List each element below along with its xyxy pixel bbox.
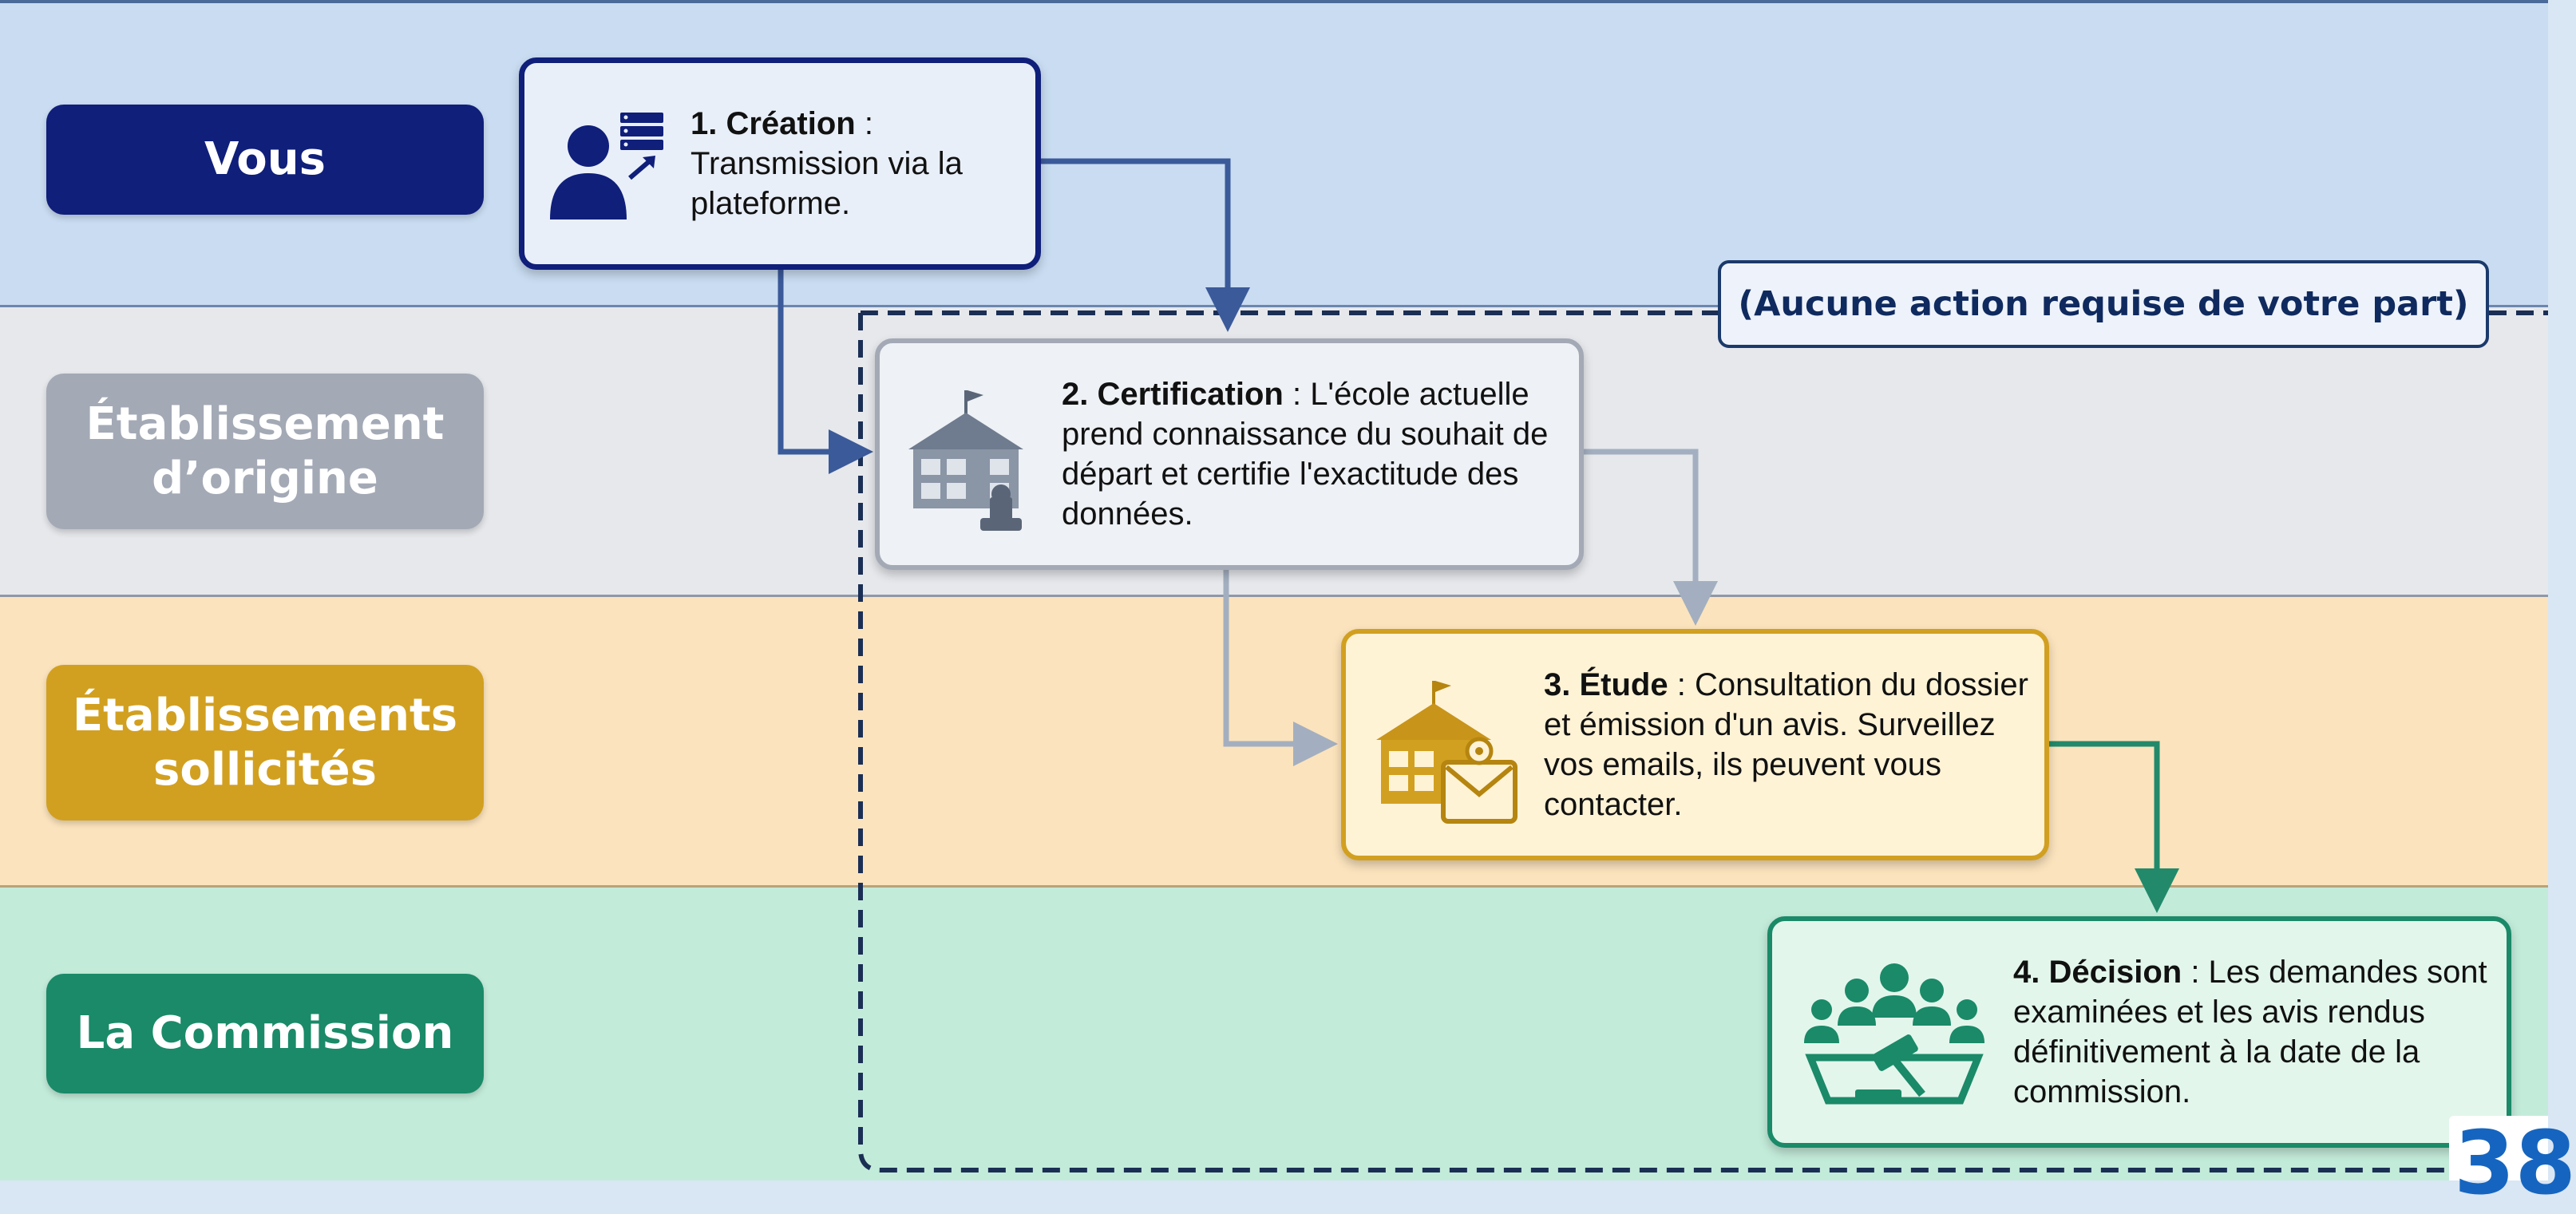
connector-2-to-3-top	[1584, 449, 1718, 626]
lane-label-etablissements-sollicites: Établissements sollicités	[46, 665, 484, 821]
step-etude: 3. Étude : Consultation du dossier et ém…	[1341, 629, 2049, 860]
connector-2-to-3-side	[1223, 570, 1338, 766]
connector-layer	[778, 158, 2548, 1172]
step-2-text: 2. Certification : L'école actuelle pren…	[1062, 374, 1579, 534]
step-2-title: 2. Certification	[1062, 377, 1284, 412]
step-1-text: 1. Création : Transmission via la platef…	[690, 104, 1035, 223]
dashed-no-action-region	[858, 310, 2548, 1172]
no-action-callout: (Aucune action requise de votre part)	[1718, 260, 2489, 348]
step-2-separator: :	[1283, 377, 1311, 412]
committee-gavel-icon	[1794, 944, 1994, 1120]
school-email-icon	[1367, 657, 1526, 832]
step-creation: 1. Création : Transmission via la platef…	[519, 57, 1041, 270]
school-stamp-icon	[900, 366, 1036, 542]
step-3-text: 3. Étude : Consultation du dossier et ém…	[1544, 665, 2044, 824]
step-3-description: Consultation du dossier et émission d'un…	[1544, 667, 2028, 822]
connector-1-to-2-top	[1041, 158, 1250, 332]
connector-3-to-4	[2049, 741, 2179, 913]
step-certification: 2. Certification : L'école actuelle pren…	[875, 338, 1584, 570]
step-3-separator: :	[1668, 667, 1695, 702]
step-decision: 4. Décision : Les demandes sont examinée…	[1767, 916, 2511, 1148]
step-1-description: Transmission via la plateforme.	[690, 146, 963, 221]
lane-label-etablissement-origine: Établissement d’origine	[46, 374, 484, 529]
step-4-separator: :	[2182, 955, 2209, 990]
step-4-description: Les demandes sont examinées et les avis …	[2013, 955, 2487, 1109]
page-number-text: 38	[2454, 1112, 2576, 1214]
step-2-description: L'école actuelle prend connaissance du s…	[1062, 377, 1549, 532]
step-4-text: 4. Décision : Les demandes sont examinée…	[2013, 952, 2507, 1112]
step-1-separator: :	[855, 106, 873, 141]
lane-label-vous: Vous	[46, 105, 484, 215]
lane-label-commission: La Commission	[46, 974, 484, 1093]
step-4-title: 4. Décision	[2013, 955, 2182, 990]
step-1-title: 1. Création	[690, 106, 856, 141]
step-3-title: 3. Étude	[1544, 667, 1668, 702]
connector-1-to-2-side	[778, 270, 873, 474]
user-server-icon	[547, 84, 667, 243]
page-number: 38	[2449, 1116, 2576, 1207]
